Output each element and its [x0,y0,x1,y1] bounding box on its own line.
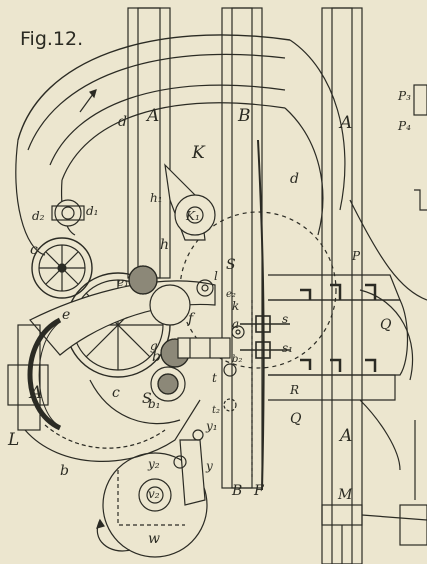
part-P3 [413,84,427,116]
wire-F [257,139,265,491]
label-K: K [192,143,205,163]
label-e2: e₂ [226,289,236,300]
label-R: R [290,383,300,397]
label-h1: h₁ [150,191,163,205]
arc-L-holder [17,324,41,431]
frame-b [24,399,201,462]
outer-arc-d [17,34,291,141]
label-b-left: b [152,349,161,365]
label-B-top: B [238,106,251,126]
label-k: k [232,299,240,313]
figure-title: Fig.12. [20,28,84,50]
roller-b2 [223,363,237,377]
label-d-right: d [290,171,299,187]
label-K1: K₁ [186,209,200,223]
lever-y [179,439,206,506]
coupler-s [240,315,290,359]
label-P3: P₃ [398,89,411,103]
label-e: e [62,307,71,323]
label-c-lower: c [112,385,120,401]
block-g [177,337,231,359]
label-t: t [212,371,217,385]
label-s1: s₁ [282,341,293,355]
frame-R [268,374,396,401]
label-l: l [214,269,218,283]
wheel-c [31,237,93,299]
label-B-bottom: B [232,483,243,499]
pulley-f [149,284,191,326]
hub-v2 [138,478,172,512]
label-P4: P₄ [398,119,411,133]
label-d-left: d [118,114,127,130]
label-A-lower-right: A [340,426,353,446]
label-S-lower: S [142,391,152,407]
label-c: c [30,242,38,258]
label-e1: e₁ [117,275,129,289]
dashed-circle-d [179,211,337,369]
label-M: M [338,487,353,503]
label-h: h [160,237,170,253]
frame-Q [359,289,414,381]
frame-c-lower [89,379,181,425]
rail-A-right [321,7,363,564]
arrow-d-head [88,89,97,99]
label-v2: v₂ [148,487,160,501]
arc-right-lower [284,107,324,236]
label-A-right: A [340,113,353,133]
label-b-bottom: b [60,463,69,479]
label-L: L [8,430,20,450]
label-Q-upper: Q [380,317,392,333]
arc-L [27,317,62,431]
label-S-upper: S [226,257,236,273]
label-s: s [282,312,289,326]
label-y1: y₁ [206,419,218,433]
knob-d1 [54,199,82,227]
label-A-left: A [30,383,43,403]
label-g: g [150,339,158,353]
label-b2: b₂ [232,354,243,365]
roller-l [196,279,214,297]
arc-d-2 [27,53,286,151]
left-frame-outer [15,139,46,256]
roller-t2 [223,398,237,412]
label-w: w [148,531,160,547]
arc-d-3 [49,84,286,166]
label-A-top: A [147,106,160,126]
pulley-e1 [128,265,158,295]
hub-K1 [174,194,216,236]
shaft-A-left [7,364,49,406]
label-a: a [232,317,240,331]
label-d1: d₁ [86,204,99,218]
label-t2: t₂ [212,405,221,416]
label-y2: y₂ [148,457,160,471]
label-P: P [352,249,361,263]
arc-right-upper [289,39,346,211]
part-M [321,504,363,526]
label-y: y [206,459,213,473]
wheel-w [102,452,208,558]
label-Q-lower: Q [290,411,302,427]
roller-a [231,325,245,339]
label-f: f [188,311,194,327]
frame-P [268,274,401,301]
rail-B [221,7,263,489]
label-F: F [254,483,264,499]
label-b1: b₁ [148,397,161,411]
label-d2: d₂ [32,209,45,223]
arc-d-4 [61,102,286,181]
